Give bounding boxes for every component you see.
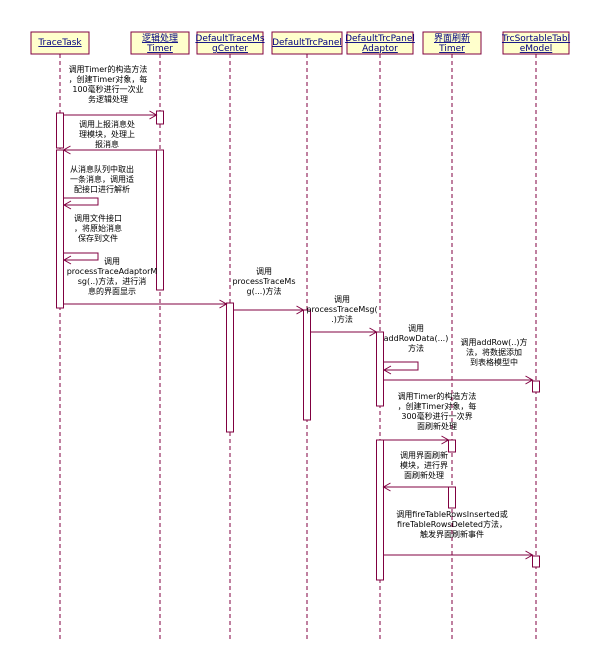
activation-bar-msgcenter [226, 302, 234, 433]
message-label: 调用 [408, 324, 424, 333]
activation-bar-panel_adaptor [376, 439, 384, 581]
activation-bar-trcpanel [303, 309, 311, 421]
activation-bar-refresh_timer [448, 439, 456, 453]
message-label: 300毫秒进行一次界 [401, 411, 472, 421]
arrowhead [296, 305, 305, 315]
arrowhead [382, 482, 391, 492]
self-call-line [63, 252, 99, 261]
lifeline-label: Timer [438, 44, 465, 54]
message-label: 面刷新处理 [417, 421, 457, 431]
arrowhead [441, 435, 450, 445]
activation-bar-refresh_timer [448, 486, 456, 509]
message-label: fireTableRowsDeleted方法， [397, 519, 507, 529]
lifeline-tracetask: TraceTask [30, 31, 90, 55]
self-call-line [63, 197, 99, 206]
message-label: 法，将数据添加 [466, 347, 522, 357]
arrowhead [62, 255, 72, 265]
arrowhead [219, 299, 228, 309]
arrowhead [525, 375, 534, 385]
message-label: 调用fireTableRowsInserted或 [396, 509, 508, 519]
message-label: 调用Timer的构造方法 [69, 64, 148, 74]
activation-bar-table_model [532, 380, 540, 393]
message-label: 100毫秒进行一次业 [72, 84, 143, 94]
message-label: 一条消息，调用适 [70, 174, 134, 184]
lifeline-label: Adaptor [362, 44, 398, 54]
message-label: 报消息 [95, 139, 119, 149]
arrowhead [369, 327, 378, 337]
lifeline-label: eModel [520, 44, 553, 54]
message-label: 调用addRow(..)方 [460, 337, 527, 347]
message-label: processTraceMs [232, 277, 295, 286]
message-label: 调用 [334, 295, 350, 304]
message-label: 保存到文件 [78, 233, 118, 243]
message-label: 配接口进行解析 [74, 184, 130, 194]
message-label: .)方法 [331, 314, 353, 324]
lifeline-label: DefaultTraceMs [195, 34, 265, 44]
arrowhead [62, 145, 71, 155]
activation-bar-logic_timer [156, 149, 164, 291]
activation-bar-table_model [532, 555, 540, 568]
message-label: sg(..)方法，进行消 [78, 276, 147, 286]
message-m12: 调用fireTableRowsInserted或fireTableRowsDel… [383, 509, 534, 560]
message-label: 模块，进行界 [400, 460, 448, 470]
lifeline-trcpanel: DefaultTrcPanel [271, 31, 343, 55]
lifeline-label: TrcSortableTabl [501, 34, 570, 44]
arrowhead [382, 365, 392, 375]
message-label: 面刷新处理 [404, 470, 444, 480]
message-label: 理模块，处理上 [79, 129, 135, 139]
activation-bar-panel_adaptor [376, 331, 384, 407]
arrowhead [62, 200, 72, 210]
activation-bar-tracetask [56, 149, 64, 309]
message-label: 调用 [256, 267, 272, 276]
self-call-line [383, 361, 419, 371]
lifeline-label: gCenter [212, 44, 248, 54]
activation-bar-logic_timer [156, 110, 164, 125]
lifeline-label: 逻辑处理 [142, 32, 178, 44]
message-label: 调用界面刷新 [400, 450, 448, 460]
message-label: processTraceAdaptorM [67, 267, 158, 276]
message-label: 息的界面显示 [88, 286, 136, 296]
message-label: 调用文件接口 [74, 213, 122, 223]
activation-bar-tracetask [56, 112, 64, 149]
lifeline-label: 界面刷新 [434, 32, 470, 44]
lifeline-label: DefaultTrcPanel [272, 38, 342, 48]
message-label: ，创建Timer对象，每 [69, 74, 148, 84]
message-label: 调用 [104, 257, 120, 266]
message-label: g(...)方法 [247, 286, 282, 296]
lifeline-label: DefaultTrcPanel [345, 34, 415, 44]
message-label: 调用Timer的构造方法 [398, 391, 477, 401]
message-label: 触发界面刷新事件 [420, 529, 484, 539]
message-label: ，创建Timer对象，每 [398, 401, 477, 411]
message-label: 方法 [408, 343, 424, 353]
message-label: 从消息队列中取出 [70, 164, 134, 174]
arrowhead [149, 110, 158, 120]
arrowhead [525, 550, 534, 560]
message-label: 务逻辑处理 [88, 94, 128, 104]
message-label: addRowData(...) [384, 334, 449, 343]
message-label: ，将原始消息 [74, 223, 122, 233]
lifeline-label: TraceTask [37, 38, 82, 48]
message-label: 到表格模型中 [470, 357, 518, 367]
lifeline-label: Timer [146, 44, 173, 54]
message-label: processTraceMsg( [306, 305, 377, 314]
message-label: 调用上报消息处 [79, 119, 135, 129]
